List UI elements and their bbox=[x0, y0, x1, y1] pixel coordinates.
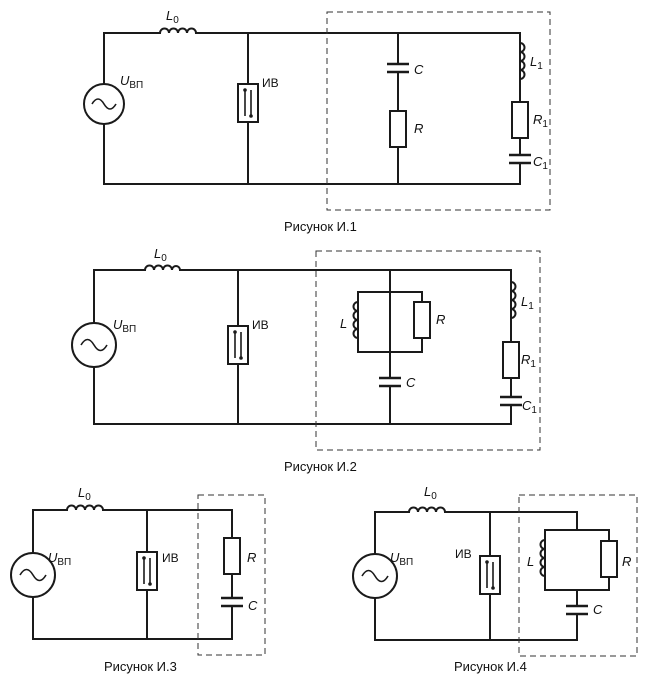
resistor-r bbox=[413, 301, 431, 339]
figure-4: L0 UВП ИВ L R C Рисунок И.4 bbox=[352, 484, 638, 674]
resistor-r1 bbox=[502, 341, 520, 379]
svg-text:R1: R1 bbox=[533, 112, 548, 130]
capacitor-c bbox=[220, 596, 244, 608]
resistor-r bbox=[600, 540, 618, 578]
capacitor-c bbox=[386, 62, 410, 74]
svg-text:C: C bbox=[414, 62, 424, 77]
capacitor-c1 bbox=[508, 153, 532, 165]
svg-text:L: L bbox=[340, 316, 347, 331]
svg-text:C: C bbox=[593, 602, 603, 617]
resistor-r1 bbox=[511, 101, 529, 139]
inductor-l0 bbox=[143, 264, 182, 272]
figure-2: L0 UВП ИВ L R C L1 R1 C1 bbox=[71, 246, 541, 474]
load-boundary bbox=[197, 494, 266, 656]
caption-figure-2: Рисунок И.2 bbox=[284, 459, 357, 474]
caption-figure-1: Рисунок И.1 bbox=[284, 219, 357, 234]
load-boundary bbox=[326, 11, 551, 211]
inductor-l0 bbox=[65, 504, 105, 512]
inductor-l bbox=[539, 538, 547, 578]
svg-text:L1: L1 bbox=[530, 54, 543, 72]
inductor-l1 bbox=[518, 41, 526, 81]
svg-text:R1: R1 bbox=[521, 352, 536, 370]
svg-text:ИВ: ИВ bbox=[252, 318, 269, 332]
svg-text:UВП: UВП bbox=[48, 550, 71, 568]
svg-text:L1: L1 bbox=[521, 294, 534, 312]
voltage-source bbox=[71, 322, 117, 368]
voltage-source bbox=[83, 83, 125, 125]
measuring-transducer-iv bbox=[237, 83, 259, 123]
figure-1: L0 UВП ИВ C R L1 R1 C1 bbox=[83, 8, 551, 234]
svg-text:ИВ: ИВ bbox=[162, 551, 179, 565]
inductor-l0 bbox=[158, 27, 198, 35]
measuring-transducer-iv bbox=[479, 555, 501, 595]
voltage-source bbox=[10, 552, 56, 598]
caption-figure-4: Рисунок И.4 bbox=[454, 659, 527, 674]
svg-text:L0: L0 bbox=[166, 8, 179, 26]
measuring-transducer-iv bbox=[227, 325, 249, 365]
svg-text:L0: L0 bbox=[78, 485, 91, 503]
capacitor-c bbox=[378, 376, 402, 388]
svg-text:C: C bbox=[406, 375, 416, 390]
svg-text:C: C bbox=[248, 598, 258, 613]
inductor-l0 bbox=[407, 506, 447, 514]
inductor-l bbox=[352, 300, 360, 340]
svg-text:ИВ: ИВ bbox=[455, 547, 472, 561]
caption-figure-3: Рисунок И.3 bbox=[104, 659, 177, 674]
svg-text:L0: L0 bbox=[154, 246, 167, 264]
svg-text:L0: L0 bbox=[424, 484, 437, 502]
svg-text:UВП: UВП bbox=[120, 73, 143, 91]
svg-text:R: R bbox=[436, 312, 445, 327]
measuring-transducer-iv bbox=[136, 551, 158, 591]
svg-text:UВП: UВП bbox=[390, 550, 413, 568]
voltage-source bbox=[352, 553, 398, 599]
svg-text:R: R bbox=[247, 550, 256, 565]
resistor-r bbox=[389, 110, 407, 148]
load-boundary bbox=[315, 250, 541, 451]
figure-3: L0 UВП ИВ R C Рисунок И.3 bbox=[10, 485, 266, 674]
svg-text:L: L bbox=[527, 554, 534, 569]
inductor-l1 bbox=[509, 280, 517, 320]
capacitor-c bbox=[565, 604, 589, 616]
svg-text:C1: C1 bbox=[533, 154, 548, 172]
capacitor-c1 bbox=[499, 395, 523, 407]
resistor-r bbox=[223, 537, 241, 575]
svg-text:C1: C1 bbox=[522, 398, 537, 416]
svg-text:ИВ: ИВ bbox=[262, 76, 279, 90]
svg-text:R: R bbox=[414, 121, 423, 136]
svg-text:R: R bbox=[622, 554, 631, 569]
svg-text:UВП: UВП bbox=[113, 317, 136, 335]
